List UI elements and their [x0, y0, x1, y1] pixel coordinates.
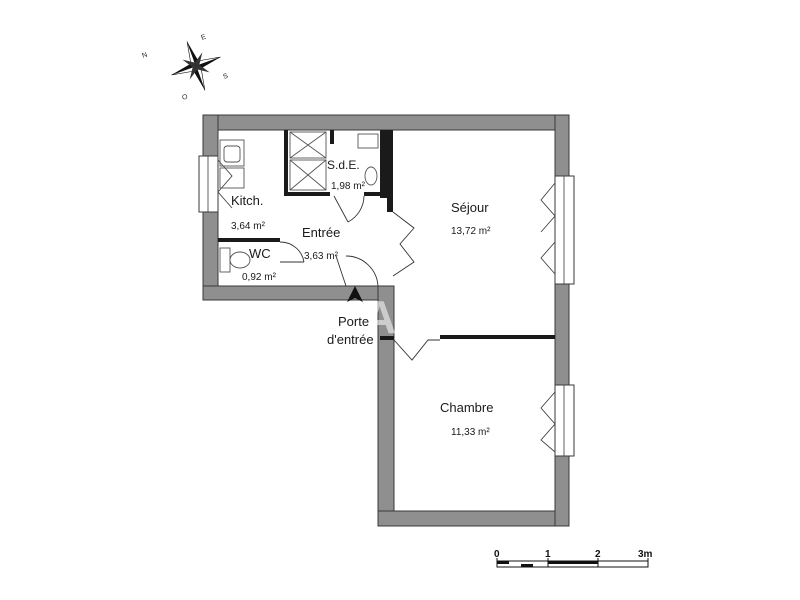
entrance-label-line2: d'entrée — [327, 332, 374, 347]
compass-north-label: N — [141, 52, 148, 60]
room-name-kitchen: Kitch. — [231, 193, 264, 208]
storage-icon — [289, 131, 327, 159]
scale-label-0: 0 — [494, 549, 500, 560]
toilet-icon — [219, 247, 231, 273]
room-area-entree: 3,63 m² — [304, 251, 339, 262]
compass-star-icon — [171, 41, 221, 91]
kitchen-counter-icon — [219, 167, 245, 189]
compass-rose: N E S O — [141, 34, 229, 102]
scale-label-3: 3m — [638, 549, 653, 560]
room-area-chambre: 11,33 m² — [451, 427, 490, 438]
scale-bar: 0 1 2 3m — [494, 549, 653, 568]
kitchen-sink-icon — [219, 139, 245, 167]
compass-south-label: S — [222, 73, 229, 81]
window-sejour — [554, 175, 575, 285]
windows — [198, 155, 575, 457]
entrance-label-line1: Porte — [338, 314, 369, 329]
room-name-sejour: Séjour — [451, 200, 489, 215]
compass-west-label: O — [181, 93, 189, 102]
room-area-sde: 1,98 m² — [331, 181, 366, 192]
doors — [279, 195, 440, 361]
window-chambre — [554, 384, 575, 457]
room-area-sejour: 13,72 m² — [451, 226, 491, 237]
room-labels: Kitch. 3,64 m² S.d.E. 1,98 m² Entrée 3,6… — [231, 158, 493, 438]
scale-label-2: 2 — [595, 549, 601, 560]
shower-icon — [289, 159, 327, 191]
room-name-entree: Entrée — [302, 225, 340, 240]
room-name-wc: WC — [249, 246, 271, 261]
watermark-logo: FONCIA — [210, 291, 398, 343]
interior-walls — [218, 130, 555, 340]
window-kitchen — [198, 155, 219, 213]
entrance-arrow-icon — [347, 286, 363, 302]
room-area-wc: 0,92 m² — [242, 272, 277, 283]
room-name-sde: S.d.E. — [327, 158, 360, 172]
exterior-walls — [202, 114, 570, 527]
compass-east-label: E — [200, 34, 207, 42]
scale-label-1: 1 — [545, 549, 551, 560]
room-name-chambre: Chambre — [440, 400, 493, 415]
washbasin-icon — [364, 166, 378, 186]
fixtures — [219, 131, 379, 273]
room-area-kitchen: 3,64 m² — [231, 221, 266, 232]
